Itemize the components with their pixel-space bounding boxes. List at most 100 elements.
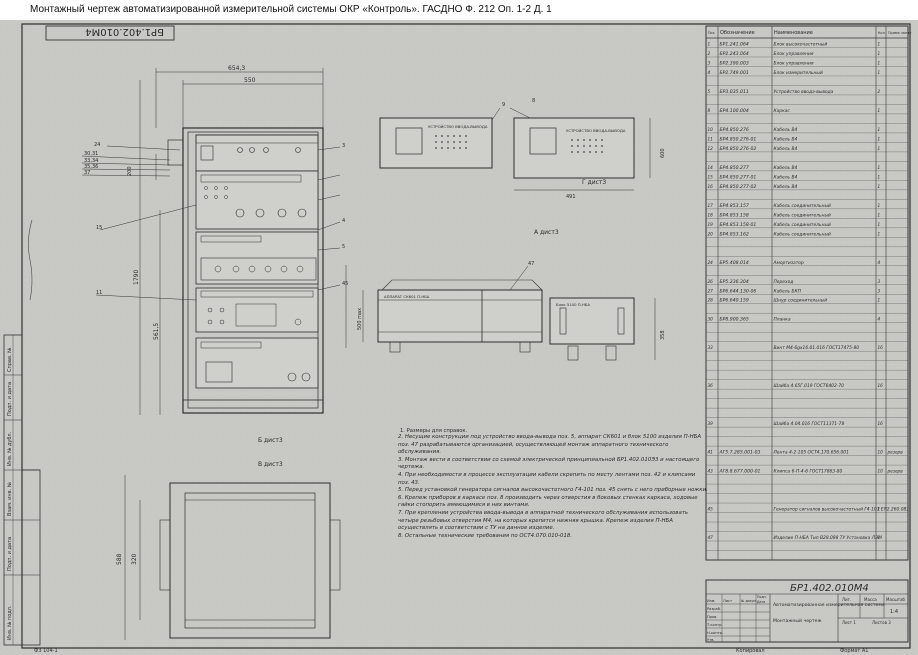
spec-cell: 1: [878, 108, 881, 113]
spec-cell: 2: [708, 51, 711, 56]
stamp-mass: Масса: [864, 597, 877, 602]
spec-cell: 20: [708, 231, 714, 236]
spec-cell: 1: [878, 231, 881, 236]
spec-cell: БР4.853.162: [720, 231, 749, 237]
view-v-label: В дист3: [258, 461, 283, 468]
spec-cell: Блок управления: [774, 51, 814, 57]
spec-cell: Лента 4-2-105 ОСТ4.170.656.001: [773, 450, 850, 456]
dim-h-mid: 561,5: [153, 323, 160, 340]
spec-cell: БР4.853.158-01: [720, 222, 757, 228]
stamp-lit: Лит.: [842, 597, 851, 602]
dim-h-box2: 358: [660, 330, 666, 340]
spec-cell: БР6.644.130-06: [720, 288, 757, 294]
side-stamp-label-1: Справ. №: [7, 347, 13, 372]
spec-cell: 1: [878, 70, 881, 75]
spec-cell: Кабель В4: [774, 136, 798, 142]
bottom-center-text: Копировал: [736, 648, 765, 654]
callout-24: 24: [94, 142, 100, 148]
io-device-views: [379, 107, 651, 191]
dim-d-box: 600: [660, 148, 666, 158]
spec-cell: 3: [878, 288, 881, 293]
spec-cell: Изделие П-НБА Тип В28.098 ТУ Установка Л…: [774, 535, 883, 541]
spec-cell: 1: [878, 165, 881, 170]
pnba-unit-views: [362, 265, 656, 361]
spec-cell: 24: [708, 260, 714, 265]
spec-cell: Устройство ввода-вывода: [774, 89, 834, 95]
callout-5: 5: [342, 244, 345, 250]
stamp-role-list: Лист: [723, 599, 732, 603]
spec-cell: Блок высокочастотный: [774, 41, 828, 47]
callout-4: 4: [342, 218, 345, 224]
stamp-role-sign: Подп.: [757, 595, 767, 599]
spec-cell: 1: [878, 203, 881, 208]
top-left-code-box: [45, 25, 175, 41]
note-5: 5. Перед установкой генератора сигналов …: [398, 487, 708, 494]
spec-cell: БР4.850.276-02: [720, 146, 757, 152]
callout-15: 15: [96, 225, 102, 231]
note-4: 4. При необходимости в процессе эксплуат…: [398, 471, 696, 486]
spec-cell: БР2.390.003: [720, 60, 749, 66]
stamp-sheets: Листов 3: [872, 620, 891, 625]
cabinet-front-view: [167, 127, 324, 414]
spec-cell: 1: [878, 184, 881, 189]
spec-cell: Винт М4-6gх16.01.016 ГОСТ17475-80: [774, 345, 860, 351]
spec-cell: 16: [878, 383, 884, 388]
spec-cell: резерв: [887, 469, 904, 474]
spec-cell: БР8.900.365: [720, 317, 749, 323]
side-stamp-label-2: Подп. и дата: [7, 382, 13, 416]
drawing-canvas: БР1.402.010М4 Справ. № Подп. и дата Инв.…: [0, 20, 918, 655]
note-7: 7. При креплении устройства ввода-вывода…: [398, 509, 689, 532]
cabinet-block-1: [195, 134, 319, 172]
spec-cell: 47: [708, 535, 714, 540]
view-b-label: Б дист3: [258, 437, 283, 444]
cabinet-block-5: [195, 337, 319, 389]
spec-cell: Кабель соединительный: [774, 212, 831, 218]
view-a-label: А дист3: [534, 229, 559, 236]
note-2: 2. Несущие конструкции под устройство вв…: [398, 434, 702, 456]
window-title: Монтажный чертеж автоматизированной изме…: [30, 4, 552, 15]
spec-cell: АГ5.7.285.001-03: [719, 450, 761, 456]
dim-h-small: 200: [127, 166, 133, 176]
side-stamp-label-4: Взам. инв. №: [7, 481, 13, 516]
spec-cell: БР4.853.157: [720, 203, 749, 209]
dim-w2: 550: [244, 77, 256, 84]
spec-cell: 39: [708, 421, 714, 426]
spec-header-1: Обозначение: [720, 30, 755, 36]
side-stamp-label-5: Подп. и дата: [7, 537, 13, 571]
io-device-label-2: УСТРОЙСТВО ВВОДА-ВЫВОДА: [566, 128, 626, 133]
spec-cell: 1: [878, 127, 881, 132]
callout-8: 8: [532, 98, 535, 104]
view-g-label: Г дист3: [582, 179, 606, 186]
note-8: 8. Остальные технические требования по О…: [398, 532, 573, 539]
spec-cell: Блок управления: [774, 60, 814, 66]
spec-cell: 14: [708, 165, 714, 170]
spec-cell: 10: [708, 127, 714, 132]
callout-9: 9: [502, 102, 505, 108]
spec-cell: 1: [878, 298, 881, 303]
cabinet-dimensions: [139, 68, 347, 415]
spec-cell: 1: [878, 535, 881, 540]
spec-cell: резерв: [887, 450, 904, 455]
spec-cell: 33: [708, 345, 714, 350]
stamp-role-dev: Разраб.: [707, 607, 721, 611]
stamp-scale: Масштаб: [886, 597, 906, 602]
spec-cell: 1: [878, 146, 881, 151]
spec-cell: БР2.749.001: [720, 70, 749, 76]
spec-cell: 1: [708, 41, 711, 46]
stamp-scale-value: 1:4: [890, 609, 898, 615]
spec-cell: Кабель соединительный: [774, 203, 831, 209]
spec-cell: 26: [708, 279, 714, 284]
spec-cell: 18: [708, 212, 714, 217]
spec-cell: 1: [878, 222, 881, 227]
spec-cell: Клипса 6-П-4-6 ГОСТ17863-80: [774, 469, 843, 475]
title-block: [705, 579, 909, 643]
cabinet-block-4: [195, 287, 319, 333]
spec-cell: АГ8.8.677.000-01: [719, 469, 761, 475]
spec-header-4: Приме-чание: [888, 31, 911, 35]
spec-cell: БР5.236.304: [720, 279, 749, 285]
stamp-sheet: Лист 1: [842, 620, 856, 625]
spec-cell: 12: [708, 146, 714, 151]
callout-11: 11: [96, 290, 102, 296]
spec-cell: 10: [878, 469, 884, 474]
spec-cell: 1: [878, 51, 881, 56]
